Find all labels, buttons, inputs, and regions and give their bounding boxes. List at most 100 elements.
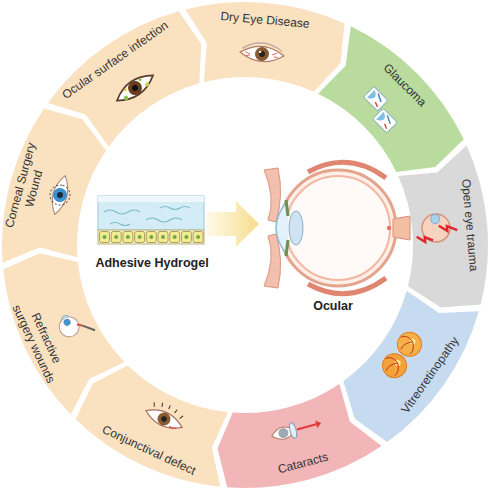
fundus-icon: [378, 328, 426, 383]
cell-row: [161, 235, 165, 239]
segment-shape: [398, 145, 488, 307]
segment-label: Cataracts: [277, 450, 330, 477]
hydrogel-block: [98, 196, 204, 230]
cell-row: [103, 235, 107, 239]
cataract-icon: [277, 427, 289, 439]
eye-anatomy: [276, 200, 288, 256]
dry-eye-icon: [242, 41, 282, 51]
infection-icon: [123, 88, 127, 92]
eye-trauma-icon: [439, 224, 457, 232]
hydrogel-block: [104, 207, 190, 226]
cell-row: [181, 232, 191, 243]
infection-icon: [113, 69, 158, 107]
segment-shape: [48, 11, 201, 147]
refractive-icon: [56, 314, 83, 341]
segment-label: Corneal Surgery Wound: [0, 136, 52, 238]
conjunctiva-icon: [143, 404, 185, 434]
segment-label-box: Dry Eye Disease: [189, 6, 340, 33]
eye-anatomy: [264, 168, 281, 222]
cell-row: [100, 232, 110, 243]
cornea-icon: [48, 174, 72, 216]
infection-icon: [113, 69, 158, 107]
cornea-icon: [56, 191, 63, 198]
cataract-icon: [315, 419, 322, 428]
segment-label: Open eye trauma: [459, 179, 481, 273]
dry-eye-icon: [239, 41, 284, 63]
cornea-icon: [45, 173, 75, 217]
cataract-icon: [288, 422, 298, 439]
hydrogel-block: [98, 230, 204, 244]
cell-row: [126, 235, 130, 239]
eye-anatomy: [280, 170, 396, 286]
glaucoma-icon: [374, 102, 379, 107]
cell-row: [196, 235, 200, 239]
segment-label: Vitreoretinopathy: [398, 334, 461, 416]
fundus-icon: [393, 328, 426, 361]
eye-anatomy: [286, 176, 390, 280]
cell-row: [114, 235, 118, 239]
glaucoma-icon: [363, 86, 388, 111]
glaucoma-icon: [367, 90, 379, 102]
glaucoma-icon: [373, 108, 398, 133]
segment-label-box: Ocular surface infection: [50, 11, 181, 109]
eye-trauma-icon: [415, 212, 458, 243]
eye-anatomy: [387, 226, 391, 230]
glaucoma-icon: [373, 108, 398, 133]
segment-shape: [185, 2, 344, 92]
segment-label-box: Glaucoma: [347, 27, 463, 143]
cell-row: [138, 235, 142, 239]
segment-label-box: Cataracts: [229, 437, 378, 489]
segment-label-box: Refractive surgery wounds: [9, 295, 72, 387]
infection-icon: [125, 78, 144, 97]
cell-row: [146, 232, 156, 243]
cell-row: [184, 235, 188, 239]
eye-anatomy: [264, 162, 410, 293]
segment-label: Refractive surgery wounds: [9, 295, 72, 387]
cell-row: [123, 232, 133, 243]
glaucoma-icon: [357, 86, 404, 133]
segment-shape: [318, 26, 464, 172]
cell-row: [173, 235, 177, 239]
refractive-icon: [60, 314, 68, 319]
eye-anatomy: [393, 216, 410, 240]
dry-eye-icon: [245, 51, 278, 59]
cataract-icon: [270, 424, 296, 442]
cell-row: [111, 232, 121, 243]
eye-anatomy: [308, 162, 386, 178]
segment-shape: [3, 253, 124, 414]
conjunctiva-icon: [160, 415, 167, 422]
segment-label: Dry Eye Disease: [220, 9, 310, 31]
cell-row: [100, 232, 204, 243]
eye-trauma-icon: [417, 235, 433, 242]
infection-icon: [144, 82, 150, 88]
infection-icon: [138, 77, 142, 81]
dry-eye-icon: [239, 45, 284, 64]
fundus-icon: [408, 337, 416, 345]
cell-row: [135, 232, 145, 243]
refractive-icon: [82, 321, 95, 334]
segment-shape: [2, 108, 106, 262]
glaucoma-icon: [383, 124, 388, 129]
segment-label: Conjunctival defect: [101, 422, 199, 478]
segment-label-box: Corneal Surgery Wound: [0, 136, 52, 238]
cell-row: [158, 232, 168, 243]
cornea-icon: [48, 183, 72, 207]
segment-label-box: Conjunctival defect: [79, 412, 221, 488]
infection-icon: [131, 84, 139, 92]
